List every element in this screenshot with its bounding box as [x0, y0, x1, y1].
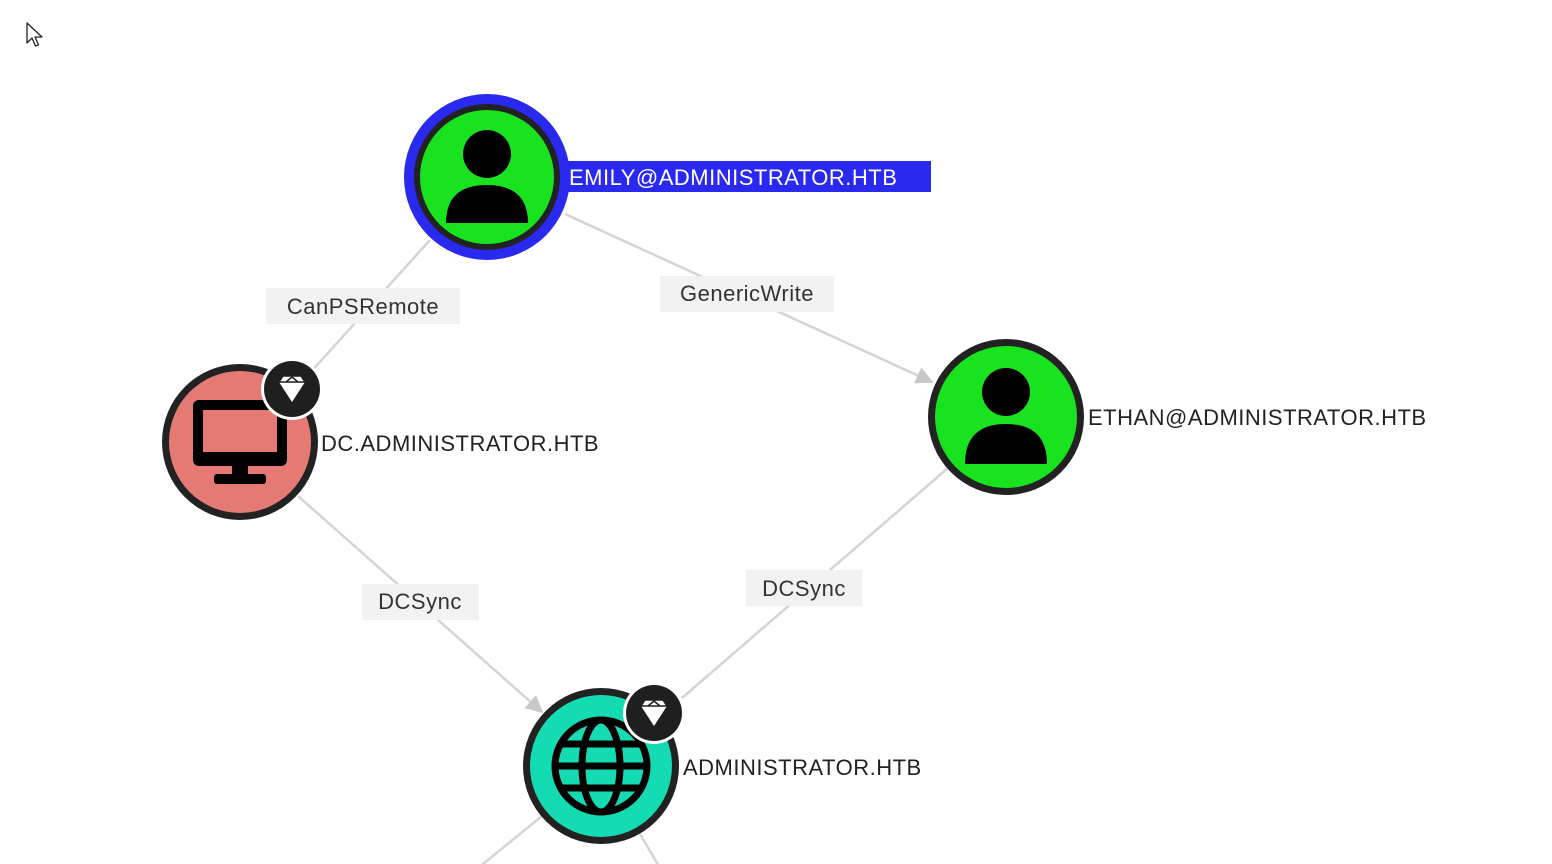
edge-label-canpsremote[interactable]: CanPSRemote [266, 288, 460, 324]
mouse-pointer-icon [26, 22, 43, 47]
edge-domain-offscreen-left[interactable] [478, 815, 543, 864]
node-dc[interactable]: DC.ADMINISTRATOR.HTB [162, 358, 599, 520]
node-label-dc: DC.ADMINISTRATOR.HTB [321, 431, 599, 456]
edge-label-dcsync-dc[interactable]: DCSync [362, 584, 479, 620]
node-label-domain: ADMINISTRATOR.HTB [683, 755, 922, 780]
node-ethan[interactable]: ETHAN@ADMINISTRATOR.HTB [928, 339, 1427, 495]
gem-icon [623, 682, 685, 744]
svg-text:DCSync: DCSync [762, 576, 846, 601]
svg-text:DCSync: DCSync [378, 589, 462, 614]
edge-label-dcsync-ethan[interactable]: DCSync [746, 570, 862, 606]
user-icon [446, 130, 528, 223]
node-label-ethan: ETHAN@ADMINISTRATOR.HTB [1088, 405, 1427, 430]
gem-icon [261, 358, 323, 420]
edge-domain-offscreen-right[interactable] [638, 833, 660, 864]
node-label-highlight [565, 161, 931, 192]
node-label-emily: EMILY@ADMINISTRATOR.HTB [569, 165, 897, 190]
node-domain[interactable]: ADMINISTRATOR.HTB [523, 682, 922, 844]
svg-text:CanPSRemote: CanPSRemote [287, 294, 439, 319]
svg-text:GenericWrite: GenericWrite [680, 281, 814, 306]
node-emily[interactable]: EMILY@ADMINISTRATOR.HTB [404, 94, 931, 260]
user-icon [965, 368, 1047, 464]
edge-label-genericwrite[interactable]: GenericWrite [660, 276, 834, 312]
globe-icon [551, 716, 651, 816]
monitor-icon [193, 400, 287, 484]
